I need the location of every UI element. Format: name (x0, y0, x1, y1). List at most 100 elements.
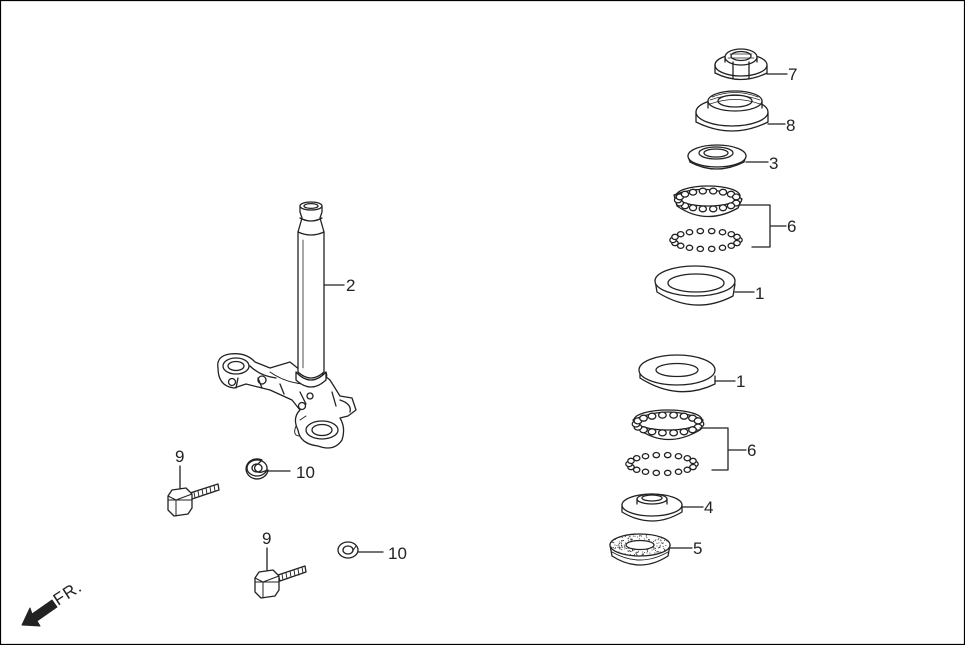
callout-3: 3 (769, 154, 778, 173)
loose-ball (641, 468, 650, 476)
seal-speckle (637, 536, 639, 538)
seal-speckle (637, 551, 639, 553)
seal-speckle (618, 544, 620, 546)
loose-ball (718, 228, 727, 236)
seal-speckle (663, 549, 666, 551)
seal-speckle (641, 554, 643, 556)
seal-speckle (646, 550, 649, 553)
callout-5: 5 (693, 539, 702, 558)
bearing-ball (688, 188, 698, 196)
loose-ball (689, 457, 697, 465)
seal-speckle (629, 550, 631, 552)
seal-speckle (634, 535, 636, 537)
loose-ball (696, 227, 705, 235)
callout-8: 8 (786, 116, 795, 135)
part-3-upper-race[interactable] (687, 144, 747, 170)
seal-speckle (653, 548, 655, 551)
seal-speckle (624, 553, 626, 555)
seal-speckle (659, 544, 661, 546)
seal-speckle (656, 551, 658, 553)
loose-ball (707, 227, 716, 235)
seal-speckle (662, 542, 664, 544)
seal-speckle (620, 540, 623, 542)
seal-speckle (612, 547, 615, 549)
bearing-ball (679, 428, 689, 436)
seal-speckle (630, 551, 632, 553)
bearing-ball (680, 190, 690, 198)
part-6-upper-loose-balls[interactable] (669, 227, 743, 253)
seal-speckle (623, 544, 625, 546)
seal-speckle (631, 549, 634, 551)
bracket-6-lower (699, 427, 747, 471)
callout-7: 7 (788, 65, 797, 84)
loose-ball (641, 452, 650, 460)
part-10-washer-a[interactable] (245, 458, 269, 480)
seal-speckle (624, 546, 626, 548)
bearing-balls-upper (673, 187, 743, 213)
loose-ball (674, 452, 683, 460)
part-2-steering-stem[interactable] (217, 201, 357, 449)
seal-speckle (616, 544, 618, 547)
seal-speckle (614, 538, 616, 540)
part-1-lower-outer-race[interactable] (638, 354, 716, 393)
bearing-ball (718, 188, 728, 196)
seal-speckle (637, 551, 639, 553)
seal-speckle (663, 539, 666, 542)
bracket-6-upper (739, 204, 787, 248)
seal-speckle (619, 546, 621, 548)
part-6-lower-bearing-cage[interactable] (631, 409, 705, 441)
seal-speckle (618, 545, 620, 547)
loose-ball (718, 244, 727, 252)
loose-ball (652, 451, 661, 459)
part-4-lower-inner-race[interactable] (621, 493, 683, 522)
bearing-ball (708, 187, 718, 195)
loose-ball (674, 468, 683, 476)
bearing-ball (639, 414, 648, 422)
part-10-washer-b[interactable] (337, 541, 359, 559)
seal-speckle (659, 551, 661, 553)
seal-speckle (657, 547, 660, 549)
loose-ball-ring-upper (669, 227, 743, 253)
seal-speckle (610, 546, 612, 548)
callout-10b: 10 (388, 544, 407, 563)
bearing-ball (731, 193, 741, 201)
part-1-upper-outer-race[interactable] (654, 265, 736, 306)
loose-ball (683, 466, 692, 474)
part-8-adjusting-nut[interactable] (695, 90, 769, 132)
seal-speckle (654, 549, 657, 551)
bearing-ball (669, 411, 679, 419)
seal-speckle (651, 549, 653, 551)
loose-ball (676, 230, 685, 238)
bearing-ball (688, 426, 697, 434)
seal-speckle (643, 538, 645, 540)
seal-speckle (657, 539, 659, 541)
seal-speckle (656, 545, 658, 547)
seal-speckle (642, 553, 644, 555)
seal-speckle (654, 540, 656, 542)
seal-speckle (624, 535, 626, 538)
loose-ball (727, 242, 736, 250)
bearing-ball (726, 202, 736, 210)
seal-speckle (614, 544, 616, 546)
part-9-bolt-b[interactable] (254, 565, 307, 599)
loose-ball (652, 469, 661, 477)
seal-speckle (629, 535, 631, 537)
seal-speckle (658, 538, 660, 540)
seal-speckle (654, 552, 656, 554)
part-6-lower-loose-balls[interactable] (625, 451, 699, 477)
seal-speckle (635, 552, 637, 555)
seal-speckle (659, 546, 661, 548)
seal-speckle (645, 534, 648, 536)
seal-speckle (643, 551, 646, 553)
part-6-upper-bearing-cage[interactable] (673, 185, 743, 218)
seal-speckle (620, 542, 623, 544)
part-9-bolt-a[interactable] (167, 483, 220, 517)
seal-speckle (633, 549, 635, 551)
seal-speckle (624, 542, 627, 544)
part-7-lock-nut[interactable] (714, 48, 768, 81)
callout-2: 2 (346, 276, 355, 295)
seal-speckle (647, 549, 649, 551)
seal-speckle (624, 548, 626, 550)
part-5-dust-seal[interactable] (609, 533, 671, 566)
bearing-ball (657, 429, 667, 437)
